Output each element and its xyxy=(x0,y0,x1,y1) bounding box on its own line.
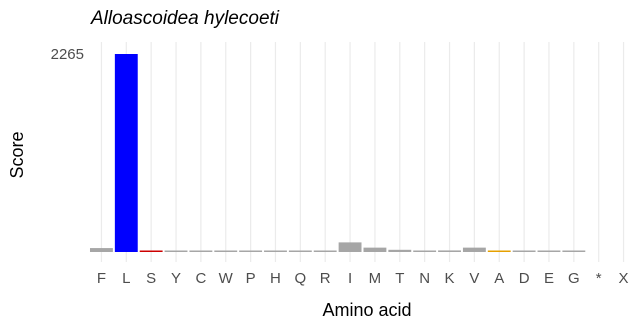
x-tick-label: K xyxy=(445,270,455,287)
x-tick-label: S xyxy=(146,270,156,287)
x-tick-label: D xyxy=(519,270,530,287)
bar-19 xyxy=(562,250,586,252)
y-tick-label: 2265 xyxy=(51,46,84,63)
x-tick-label: * xyxy=(596,270,602,287)
x-tick-label: X xyxy=(619,270,629,287)
bar-18 xyxy=(537,250,561,252)
bar-17 xyxy=(512,250,536,252)
chart-title: Alloascoidea hylecoeti xyxy=(90,8,280,29)
x-tick-label: I xyxy=(348,270,352,287)
bar-8 xyxy=(288,250,312,252)
bar-6 xyxy=(239,250,263,252)
bar-13 xyxy=(413,250,437,252)
x-tick-label: P xyxy=(246,270,256,287)
bar-5 xyxy=(214,250,238,252)
bars xyxy=(89,54,586,252)
bar-0 xyxy=(89,248,113,252)
x-tick-label: F xyxy=(97,270,106,287)
bar-4 xyxy=(189,250,213,252)
y-axis-title: Score xyxy=(7,131,27,178)
x-tick-label: N xyxy=(419,270,430,287)
x-tick-label: W xyxy=(219,270,234,287)
bar-14 xyxy=(438,250,461,252)
x-tick-label: Y xyxy=(171,270,181,287)
x-tick-label: L xyxy=(122,270,130,287)
x-tick-label: A xyxy=(494,270,504,287)
bar-7 xyxy=(264,250,287,252)
x-axis-title: Amino acid xyxy=(322,300,411,320)
x-tick-label: E xyxy=(544,270,554,287)
bar-12 xyxy=(388,249,412,252)
x-tick-label: G xyxy=(568,270,580,287)
x-tick-label: T xyxy=(395,270,404,287)
bar-2 xyxy=(139,250,163,252)
bar-11 xyxy=(363,247,387,252)
bar-3 xyxy=(164,250,188,252)
bar-16 xyxy=(487,250,511,252)
y-tick-labels: 2265 xyxy=(51,46,84,63)
x-tick-label: C xyxy=(195,270,206,287)
x-tick-label: R xyxy=(320,270,331,287)
bar-1 xyxy=(114,54,138,252)
bar-10 xyxy=(338,242,362,252)
x-tick-label: M xyxy=(369,270,382,287)
bar-9 xyxy=(313,250,337,252)
bar-15 xyxy=(462,247,486,252)
x-tick-label: H xyxy=(270,270,281,287)
x-tick-label: V xyxy=(469,270,479,287)
x-tick-label: Q xyxy=(295,270,307,287)
vertical-gridlines xyxy=(100,42,625,262)
